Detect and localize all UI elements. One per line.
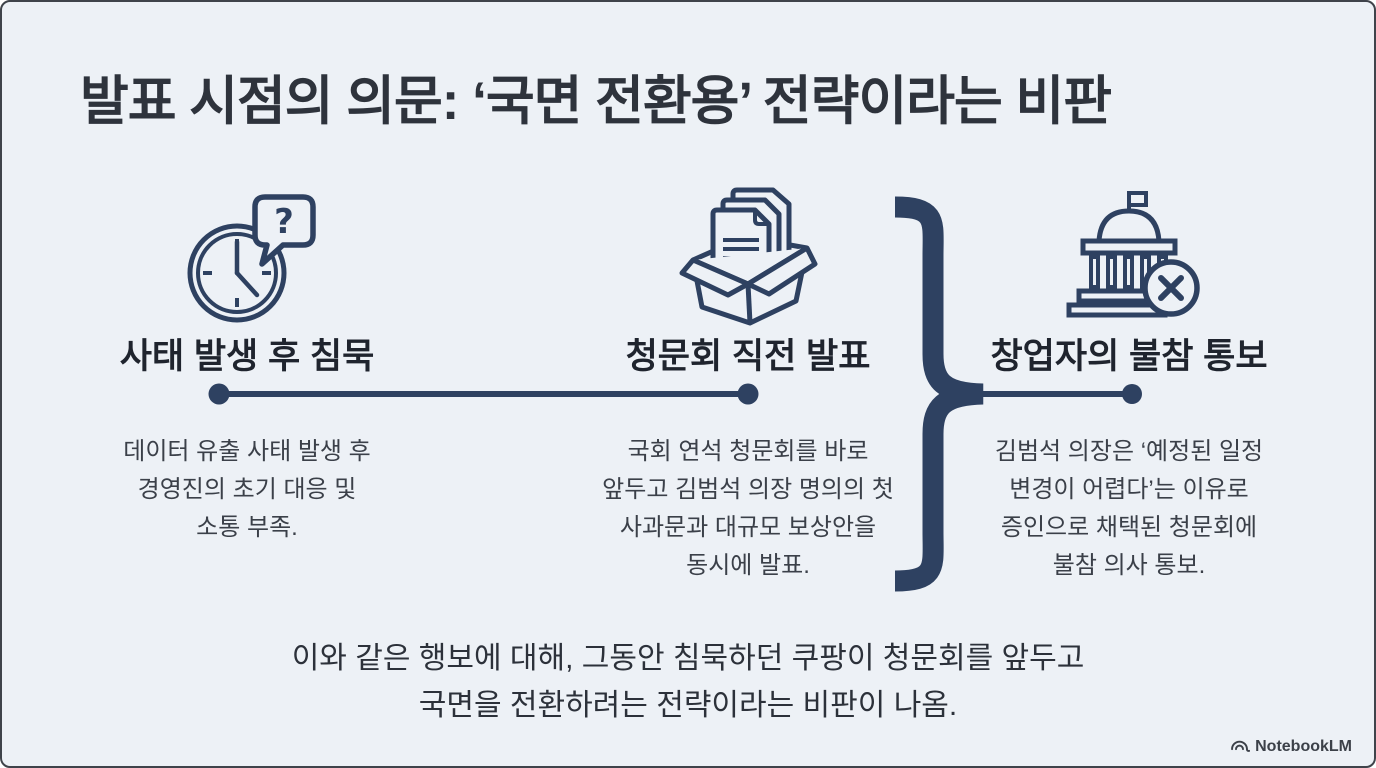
summary-text: 이와 같은 행보에 대해, 그동안 침묵하던 쿠팡이 청문회를 앞두고 국면을 …: [2, 635, 1374, 729]
body-silence: 데이터 유출 사태 발생 후 경영진의 초기 대응 및 소통 부족.: [87, 433, 407, 547]
column-silence: ? 사태 발생 후 침묵: [97, 186, 397, 379]
body-line: 앞두고 김범석 의장 명의의 첫: [602, 476, 894, 503]
body-line: 변경이 어렵다’는 이유로: [1009, 476, 1249, 503]
body-line: 소통 부족.: [196, 514, 298, 541]
body-line: 증인으로 채택된 청문회에: [1000, 514, 1258, 541]
brand-label: NotebookLM: [1255, 737, 1352, 755]
summary-line-1: 이와 같은 행보에 대해, 그동안 침묵하던 쿠팡이 청문회를 앞두고: [291, 642, 1085, 675]
summary-line-2: 국면을 전환하려는 전략이라는 비판이 나옴.: [418, 689, 958, 722]
body-line: 데이터 유출 사태 발생 후: [123, 438, 371, 465]
column-heading-silence: 사태 발생 후 침묵: [119, 337, 375, 376]
body-announcement: 국회 연석 청문회를 바로 앞두고 김범석 의장 명의의 첫 사과문과 대규모 …: [584, 433, 912, 585]
body-line: 김범석 의장은 ‘예정된 일정: [994, 438, 1264, 465]
body-no-show: 김범석 의장은 ‘예정된 일정 변경이 어렵다’는 이유로 증인으로 채택된 청…: [969, 433, 1289, 585]
timeline-dot-3: [1122, 384, 1142, 404]
body-line: 불참 의사 통보.: [1052, 552, 1206, 579]
column-heading-announcement: 청문회 직전 발표: [625, 337, 871, 376]
column-no-show: 창업자의 불참 통보: [979, 186, 1279, 379]
timeline-dot-2: [737, 383, 759, 405]
column-announcement: 청문회 직전 발표: [592, 186, 904, 379]
notebooklm-logo-icon: [1229, 736, 1251, 757]
column-heading-no-show: 창업자의 불참 통보: [990, 337, 1268, 376]
government-building-x-icon: [979, 186, 1279, 324]
clock-question-icon: ?: [97, 186, 397, 324]
brand-badge: NotebookLM: [1229, 736, 1352, 757]
open-box-documents-icon: [592, 186, 904, 326]
timeline-dot-1: [208, 383, 230, 405]
body-line: 경영진의 초기 대응 및: [137, 476, 357, 503]
body-line: 국회 연석 청문회를 바로: [627, 438, 869, 465]
page-title: 발표 시점의 의문: ‘국면 전환용’ 전략이라는 비판: [80, 72, 1112, 131]
body-line: 사과문과 대규모 보상안을: [619, 514, 877, 541]
question-mark-glyph: ?: [274, 202, 294, 242]
body-line: 동시에 발표.: [686, 552, 810, 579]
